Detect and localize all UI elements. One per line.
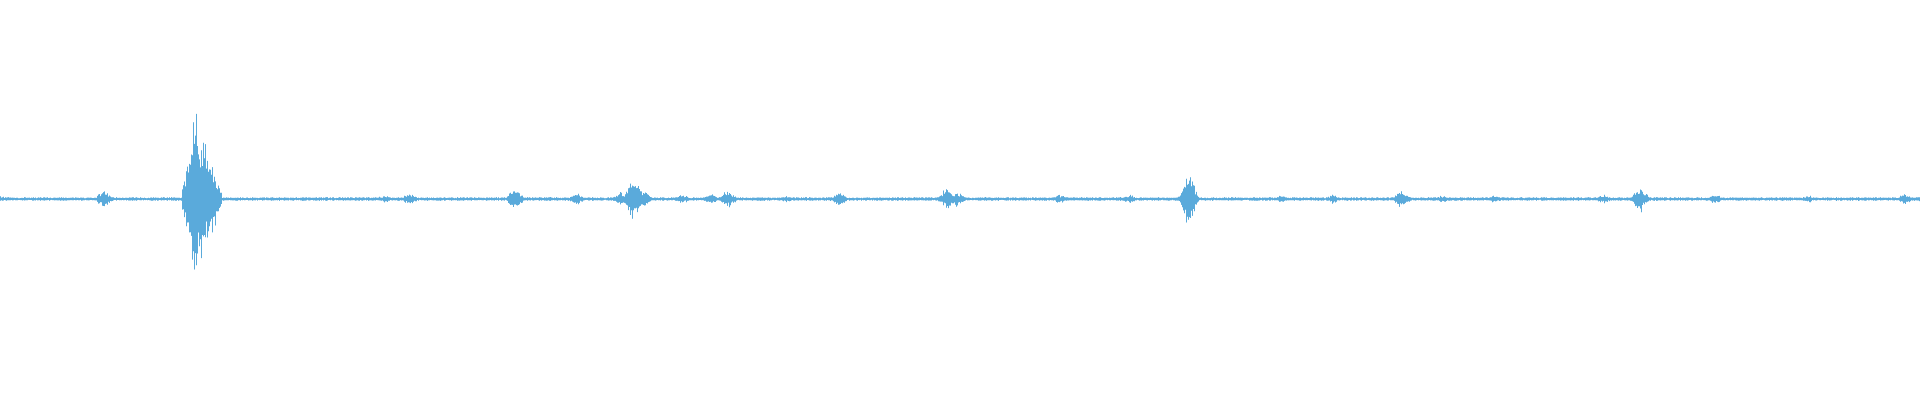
waveform-path [0,113,1920,270]
waveform-trace [0,113,1920,270]
